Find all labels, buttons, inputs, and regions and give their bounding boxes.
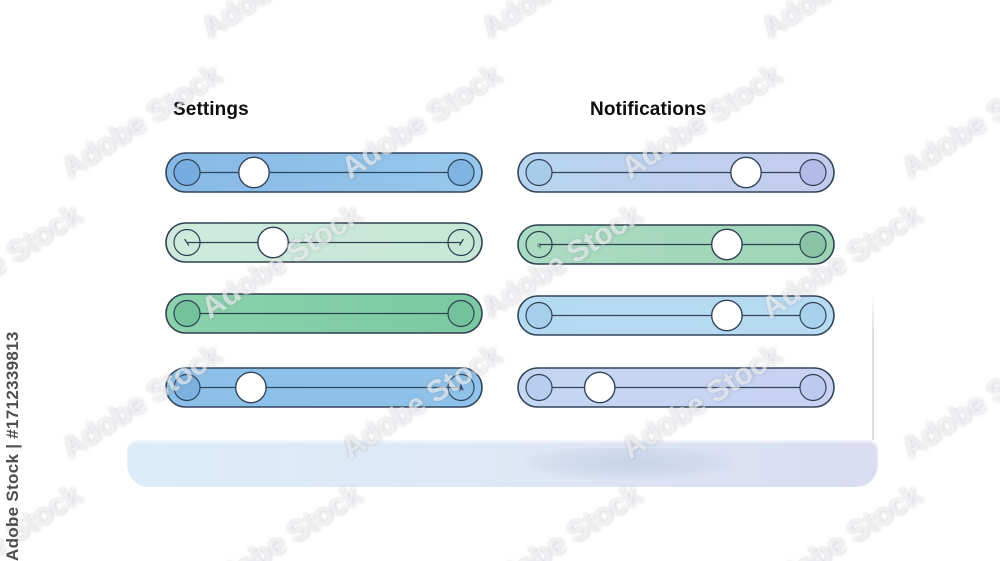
notifications-slider-4[interactable]: [517, 367, 835, 408]
svg-text:q: q: [537, 242, 541, 249]
settings-slider-1[interactable]: [165, 152, 483, 193]
watermark-tile: Adobe Stock: [476, 0, 648, 46]
settings-slider-3[interactable]: [165, 293, 483, 334]
device-base-bar: [127, 440, 878, 487]
watermark-tile: Adobe Stock: [756, 0, 928, 46]
settings-slider-4[interactable]: [165, 367, 483, 408]
notifications-slider-1[interactable]: [517, 152, 835, 193]
notifications-slider-3[interactable]: [517, 295, 835, 336]
notifications-title: Notifications: [590, 99, 707, 120]
device-screen-edge: [872, 292, 874, 440]
base-bar-notch: [522, 448, 732, 480]
notifications-slider-2[interactable]: q: [517, 224, 835, 265]
watermark-tile: Adobe Stock: [0, 0, 88, 46]
watermark-tile: Adobe Stock: [0, 197, 88, 326]
watermark-tile: Adobe Stock: [475, 477, 648, 561]
settings-slider-2[interactable]: [165, 222, 483, 263]
watermark-tile: Adobe Stock: [895, 337, 1000, 466]
watermark-tile: Adobe Stock: [755, 477, 928, 561]
settings-title: Settings: [173, 99, 249, 120]
watermark-tile: Adobe Stock: [196, 0, 368, 46]
watermark-tile: Adobe Stock: [895, 57, 1000, 186]
watermark-tile: Adobe Stock: [0, 477, 88, 561]
watermark-tile: Adobe Stock: [195, 477, 368, 561]
stock-id-watermark: Adobe Stock | #1712339813: [3, 331, 22, 561]
